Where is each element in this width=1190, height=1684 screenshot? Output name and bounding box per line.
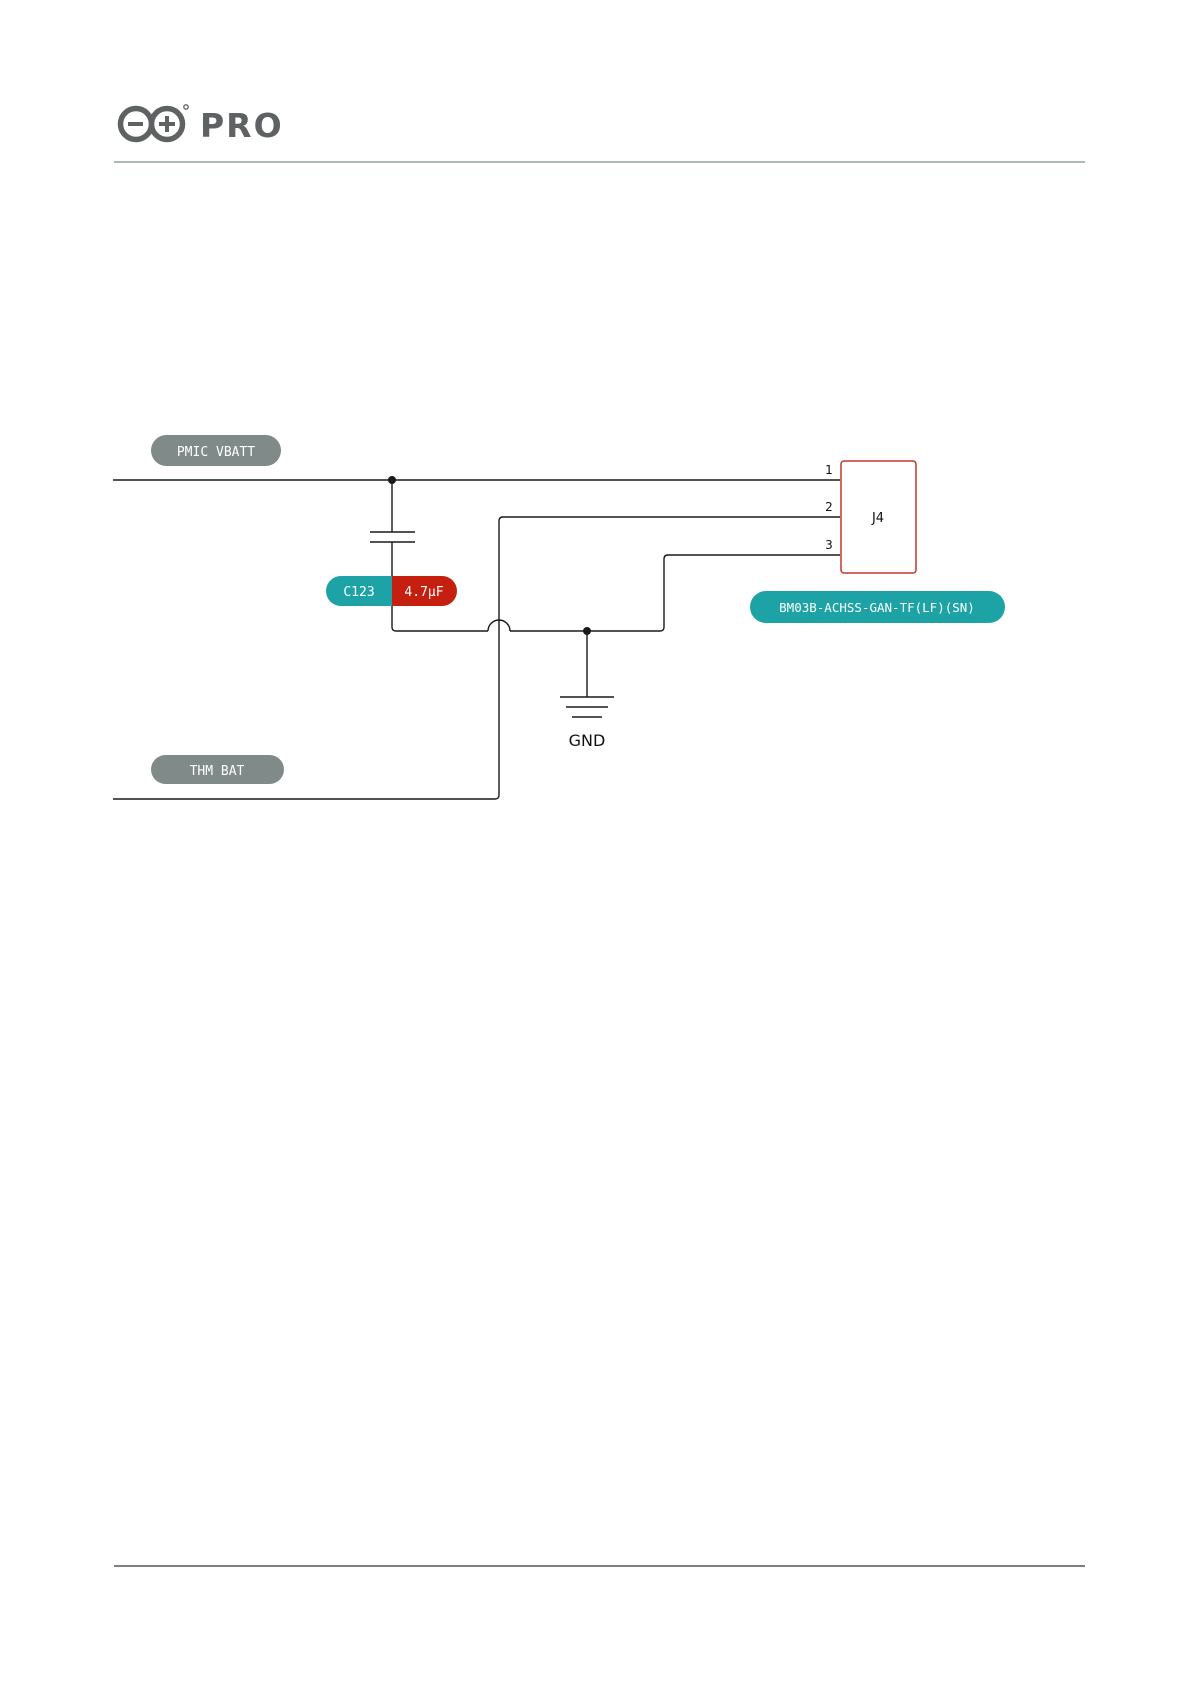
ground-icon [560,697,614,717]
logo-text: PRO [200,106,284,145]
net-label-thm-bat: THM BAT [151,755,284,784]
pin-3-label: 3 [825,538,833,552]
connector-ref: J4 [871,511,884,526]
wires [113,480,840,799]
capacitor-symbol [370,532,415,542]
capacitor-ref: C123 [343,585,374,600]
arduino-pro-logo: PRO [121,105,284,145]
net-label-pmic-vbatt: PMIC VBATT [151,435,281,466]
net-label-pmic-vbatt-text: PMIC VBATT [177,445,255,460]
pin-1-label: 1 [825,463,833,477]
junction-dot-vbatt [388,476,396,484]
connector-part-label: BM03B-ACHSS-GAN-TF(LF)(SN) [750,591,1005,623]
gnd-label: GND [569,731,606,750]
capacitor-value: 4.7µF [404,585,443,600]
infinity-logo-icon [121,105,189,140]
capacitor-label: C123 4.7µF [326,576,457,606]
net-label-thm-bat-text: THM BAT [190,764,245,779]
junction-dot-gnd [583,627,591,635]
connector-part-number: BM03B-ACHSS-GAN-TF(LF)(SN) [779,600,975,615]
pin-2-label: 2 [825,500,833,514]
